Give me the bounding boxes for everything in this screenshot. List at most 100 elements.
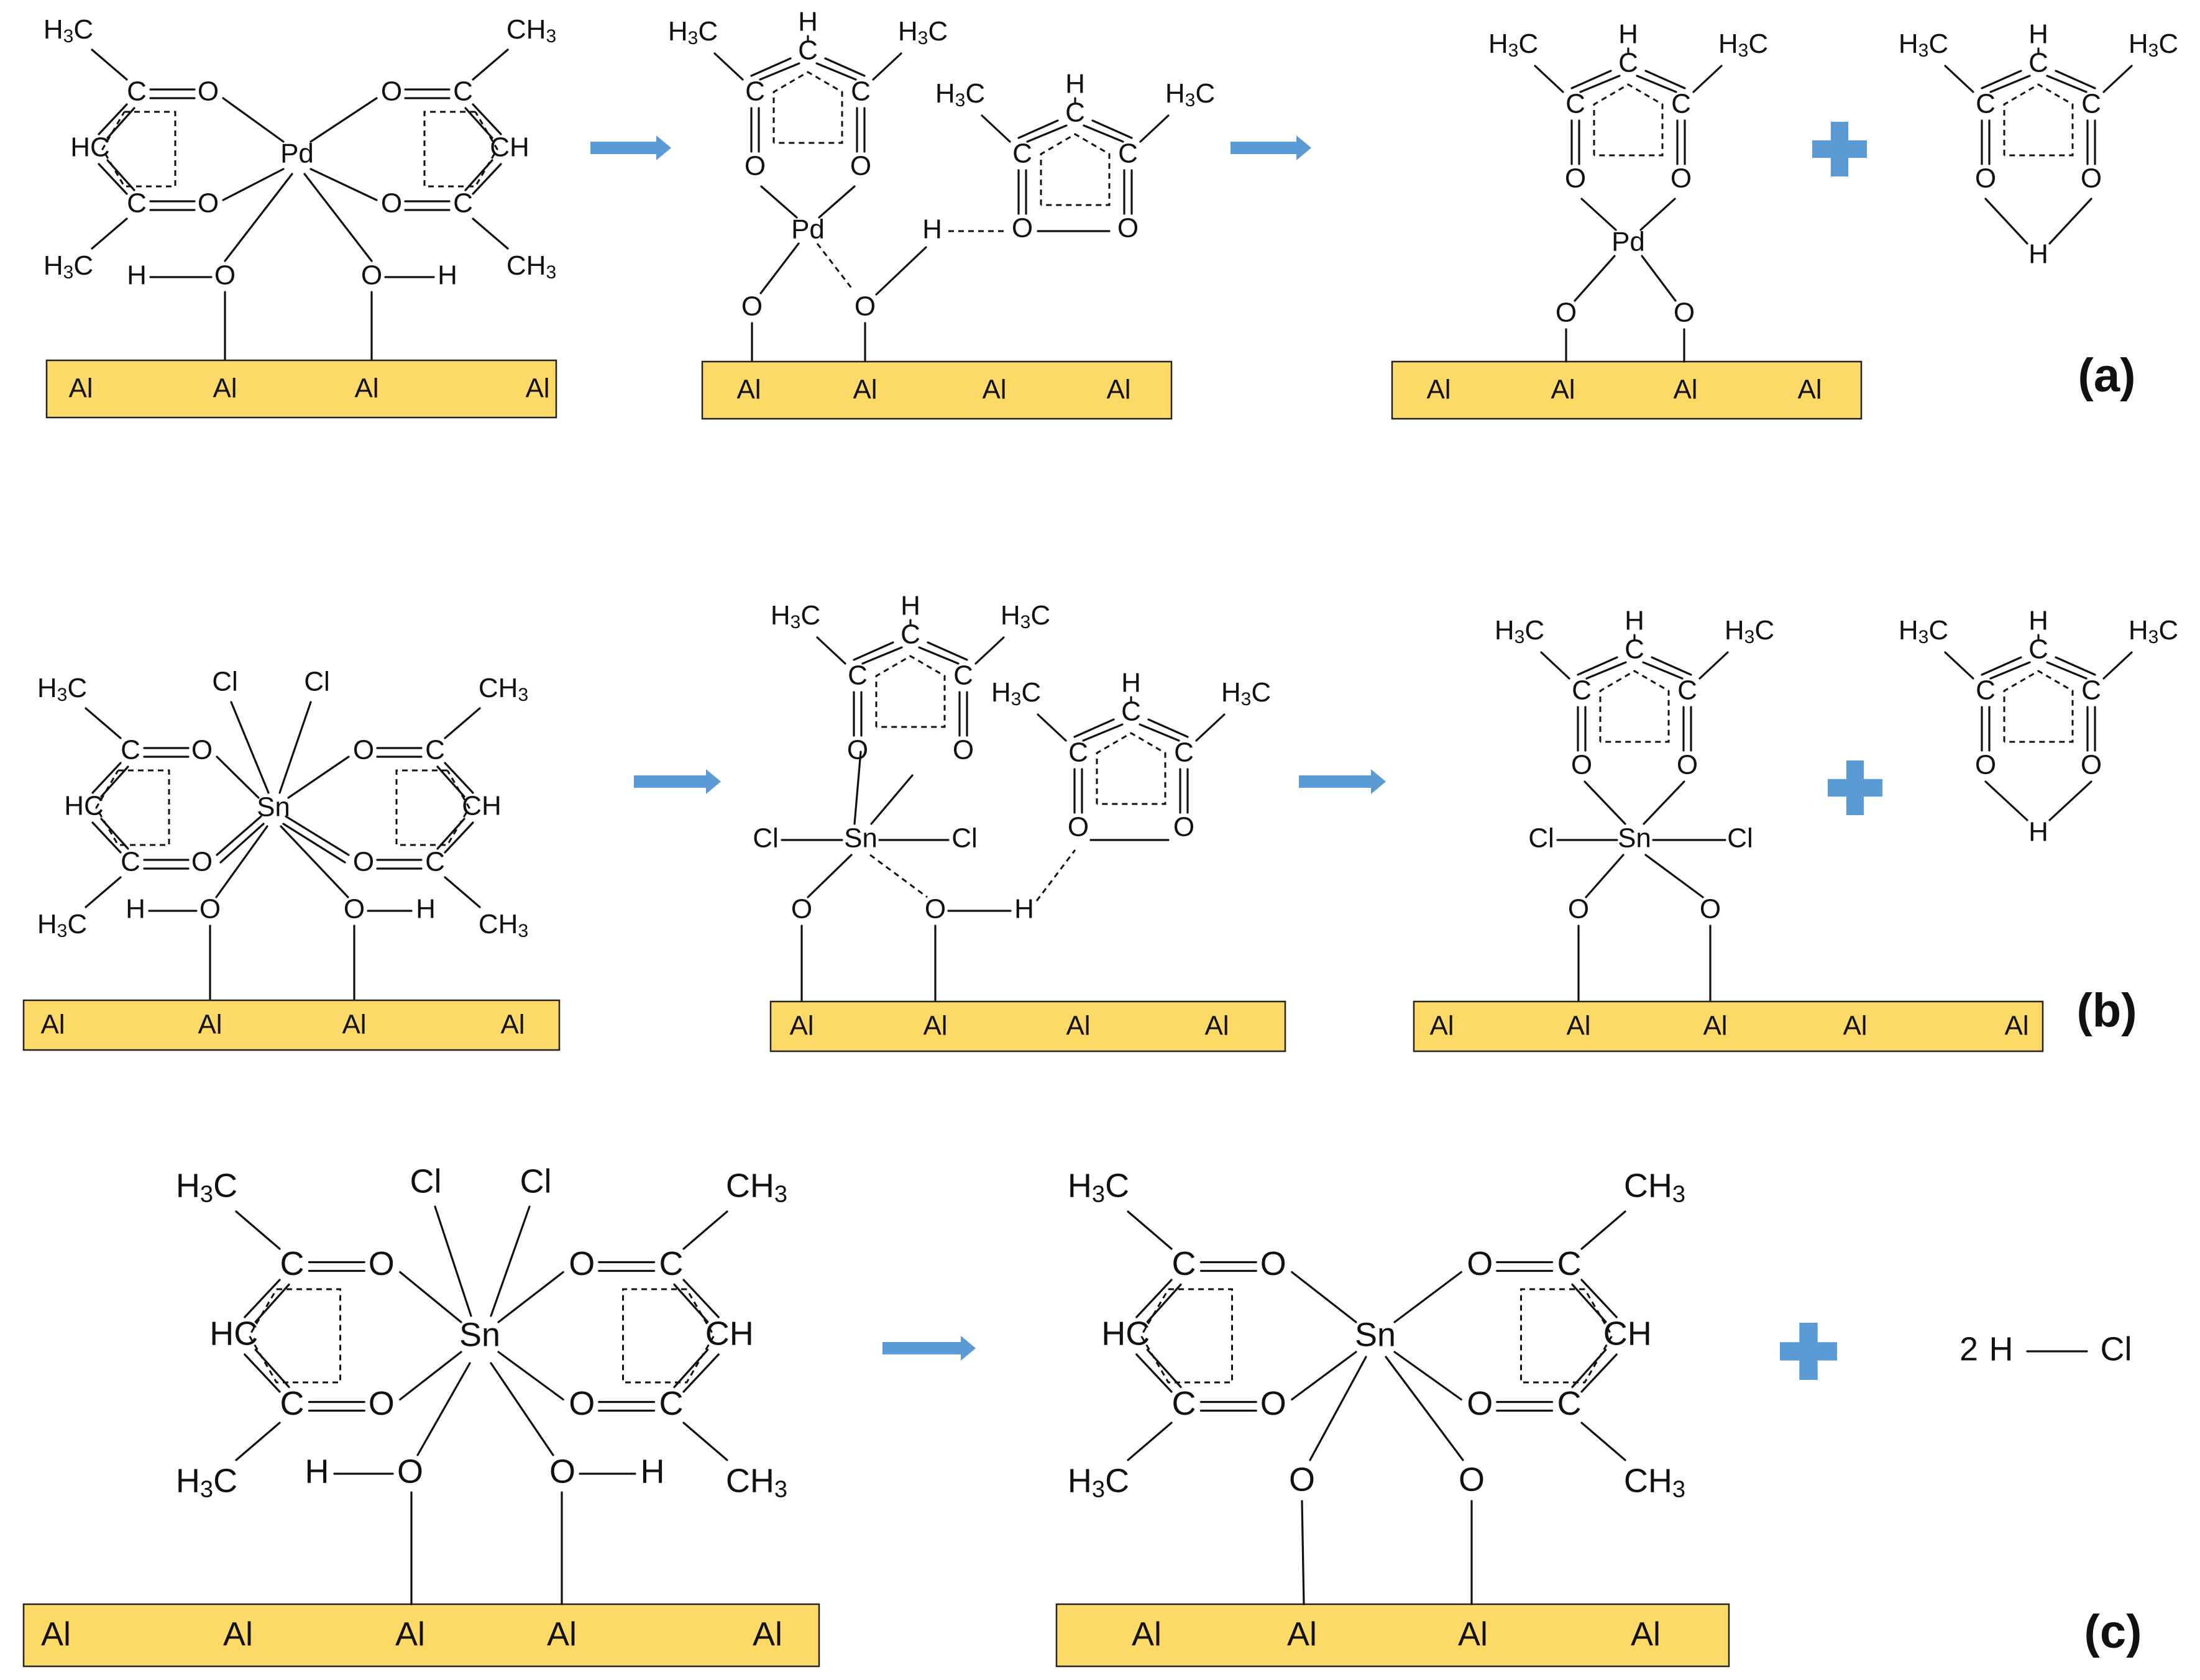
bond-line [927,641,968,661]
bond-line [1636,75,1677,93]
oxygen-atom: O [369,1245,395,1282]
bond-line [861,646,903,665]
bond-line [1195,713,1226,742]
carbon-atom: C [1976,89,1996,119]
bond-line [282,823,346,864]
oxygen-atom: O [1975,750,1996,780]
surface-al-atom: Al [1066,1011,1090,1041]
bond-line [2048,780,2092,821]
surface-al-atom: Al [1426,375,1451,405]
bond-line [816,636,846,665]
bond-line [759,62,800,81]
bond-line [1585,661,1627,680]
oxygen-atom: O [1565,163,1586,194]
bond-line [1026,124,1068,143]
bond-line [1984,780,2028,821]
carbon-atom: C [1068,737,1088,768]
bond-line [444,762,474,794]
bond-line [98,163,128,195]
oxygen-atom: O [353,735,374,765]
oxygen-atom: O [381,188,402,219]
methyl-group-label: H3C [176,1167,237,1208]
right-arrow-icon [1299,769,1386,794]
bond-line [1981,70,2022,89]
bond-line [1944,651,1974,680]
delocalized-ring [2003,83,2074,157]
carbon-atom: C [2081,89,2101,119]
oxygen-atom: O [199,894,221,924]
oxygen-atom: O [1289,1461,1315,1498]
oxygen-atom: O [191,847,213,877]
oxygen-atom: O [214,260,236,291]
carbon-atom: C [1565,89,1585,119]
oxygen-atom: O [1467,1245,1493,1282]
oxygen-atom: O [1467,1385,1493,1422]
delocalized-ring [1593,83,1664,157]
carbon-atom: C [1172,1385,1196,1422]
hydrogen-atom: H [1014,894,1034,924]
bond-line [1035,849,1076,902]
bond-line [280,825,349,898]
bond-line [216,756,260,799]
ch-group: CH [1603,1315,1652,1352]
delocalized-ring [101,111,176,188]
bond-line [444,821,474,854]
surface-al-atom: Al [1703,1011,1727,1041]
alumina-surface [701,360,1173,420]
bond-line [1644,854,1704,898]
ch-group: CH [462,791,502,821]
bond-line [872,52,902,81]
bond-line [472,217,509,250]
bond-line [974,636,1005,665]
methyl-group-label: H3C [1495,615,1544,647]
bond-line [91,217,128,250]
carbon-atom: C [453,76,473,107]
bond-line [981,114,1011,143]
oxygen-atom: O [1068,812,1089,842]
surface-al-atom: Al [1631,1615,1661,1653]
bond-line [1639,198,1676,231]
hc-group: HC [209,1315,258,1352]
methyl-group-label: H3C [668,16,718,48]
bond-line [1989,661,2031,680]
methyl-group-label: H3C [771,600,820,632]
bond-line [222,168,285,201]
hydrogen-atom: H [438,260,457,291]
hc-group: HC [70,132,110,163]
surface-al-atom: Al [1458,1615,1488,1653]
hcl-coefficient: 2 [1959,1330,1978,1367]
bond-line [760,185,798,219]
methyl-group-label: CH3 [506,250,556,283]
oxygen-atom: O [953,735,974,765]
hydrogen-atom: H [2028,19,2048,50]
methyl-group-label: CH3 [1624,1463,1685,1503]
oxygen-atom: O [2081,750,2102,780]
bond-line [85,876,122,908]
bond-line [2046,661,2088,680]
oxygen-atom: O [1677,750,1698,780]
methyl-group-label: H3C [1718,29,1768,61]
hydrogen-atom: H [127,260,147,291]
bond-line [1989,75,2031,93]
hcl-hydrogen: H [1989,1330,2014,1367]
oxygen-atom: O [925,894,946,924]
oxygen-atom: O [1012,213,1033,244]
delocalized-ring [95,769,170,846]
delocalized-ring [1096,732,1166,805]
surface-al-atom: Al [500,1010,525,1040]
carbon-atom: C [1618,48,1638,78]
bond-line [1385,1356,1464,1461]
methyl-group-label: H3C [898,16,948,48]
surface-al-atom: Al [1566,1011,1590,1041]
methyl-group-label: H3C [37,909,87,941]
bond-line [1584,780,1626,825]
bond-line [444,876,481,908]
bond-line [2046,75,2088,93]
oxygen-atom: O [369,1385,395,1422]
carbon-atom: C [798,35,818,66]
bond-line [497,1271,564,1323]
carbon-atom: C [1557,1245,1582,1282]
bond-line [309,97,378,143]
plus-icon [1780,1323,1837,1380]
